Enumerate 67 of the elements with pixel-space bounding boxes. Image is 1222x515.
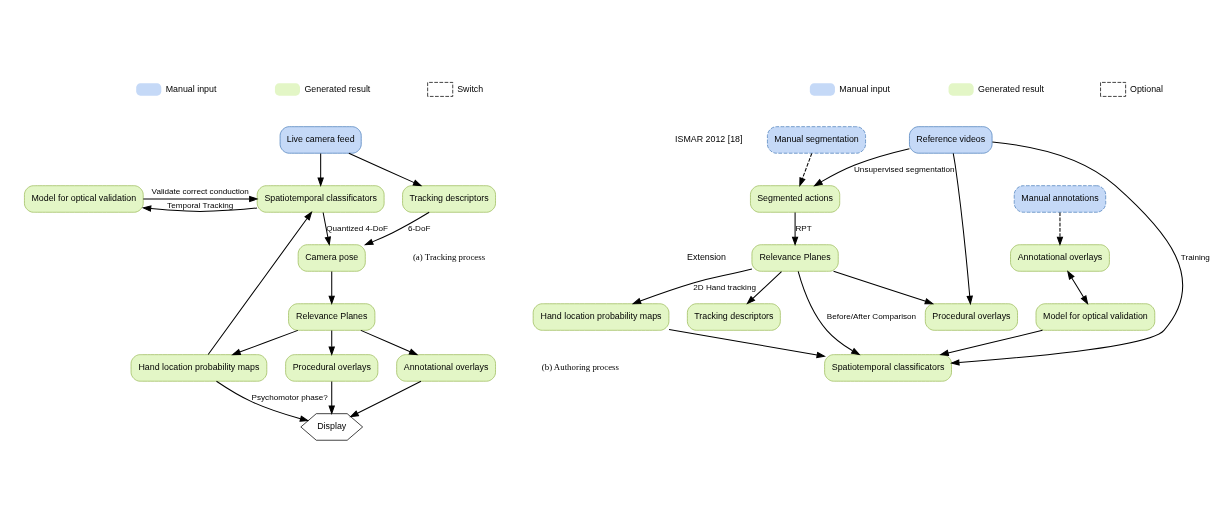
edge-label: Temporal Tracking: [167, 200, 234, 210]
arrow: [348, 152, 423, 186]
node-box: Spatiotemporal classificators: [256, 184, 385, 213]
legend-label: Manual input: [839, 83, 890, 94]
arrow: [142, 195, 259, 202]
node-box: Procedural overlays: [924, 302, 1018, 331]
arrow: [141, 204, 258, 212]
arrow: [791, 211, 799, 246]
node-box: Relevance Planes: [751, 243, 839, 272]
arrow: [799, 152, 813, 187]
arrow: [950, 141, 1184, 366]
arrow: [813, 147, 910, 186]
edge-label: 6-DoF: [407, 223, 431, 233]
arrow: [631, 268, 753, 304]
edge-label: Training: [1180, 252, 1210, 262]
legend-label: Manual input: [165, 83, 217, 94]
arrow: [349, 380, 422, 417]
node-box: Live camera feed: [279, 125, 362, 154]
arrow: [328, 329, 336, 356]
legend-label: Generated result: [304, 83, 371, 94]
edge-label: Before/After Comparison: [826, 311, 917, 321]
arrow: [746, 270, 782, 305]
node-box: Segmented actions: [750, 184, 841, 213]
label: (b) Authoring process: [541, 361, 619, 372]
arrow: [939, 329, 1044, 356]
edge-label: 2D Hand tracking: [693, 282, 756, 292]
node-box: Hand location probability maps: [532, 302, 670, 331]
node-box: Manual segmentation: [767, 125, 866, 154]
legend-label: Switch: [457, 83, 484, 94]
arrow: [952, 152, 973, 305]
edge-label: Validate correct conduction: [151, 186, 249, 196]
arrow: [360, 329, 419, 355]
node-box: Model for optical validation: [1035, 302, 1156, 331]
node-box: Manual annotations: [1013, 184, 1107, 213]
node-box: Relevance Planes: [288, 302, 376, 331]
arrow: [833, 270, 935, 304]
node-box: Tracking descriptors: [687, 302, 781, 331]
arrow: [317, 152, 324, 187]
label: (a) Tracking process: [412, 251, 486, 262]
node-box: Procedural overlays: [285, 353, 379, 382]
node-box: Tracking descriptors: [402, 184, 496, 213]
node-box: Annotational overlays: [396, 353, 496, 382]
arrow: [328, 380, 336, 415]
arrow: [322, 211, 332, 246]
arrow: [1056, 211, 1064, 246]
arrow: [668, 328, 826, 358]
arrow: [363, 211, 430, 245]
edge-label: Unsupervised segmentation: [854, 164, 955, 174]
arrow: [328, 270, 336, 305]
node-box: Camera pose: [297, 243, 366, 272]
edge-label: RPT: [795, 223, 812, 233]
arrow: [1067, 269, 1089, 305]
node-box: Spatiotemporal classificators: [824, 353, 952, 382]
node-box: Model for optical validation: [24, 184, 144, 213]
arrow: [797, 270, 861, 355]
legend-label: Generated result: [978, 83, 1044, 94]
node-box: Hand location probability maps: [130, 353, 268, 382]
label: ISMAR 2012 [18]: [675, 133, 743, 144]
edge-label: Quantized 4-DoF: [326, 223, 389, 233]
arrow: [207, 210, 313, 355]
edge-label: Psychomotor phase?: [251, 392, 328, 402]
node-box: Reference videos: [909, 125, 993, 154]
node-box: Annotational overlays: [1010, 243, 1110, 272]
arrow: [231, 329, 299, 355]
label: Extension: [687, 251, 726, 262]
legend-label: Optional: [1130, 83, 1164, 94]
arrow: [215, 380, 310, 422]
